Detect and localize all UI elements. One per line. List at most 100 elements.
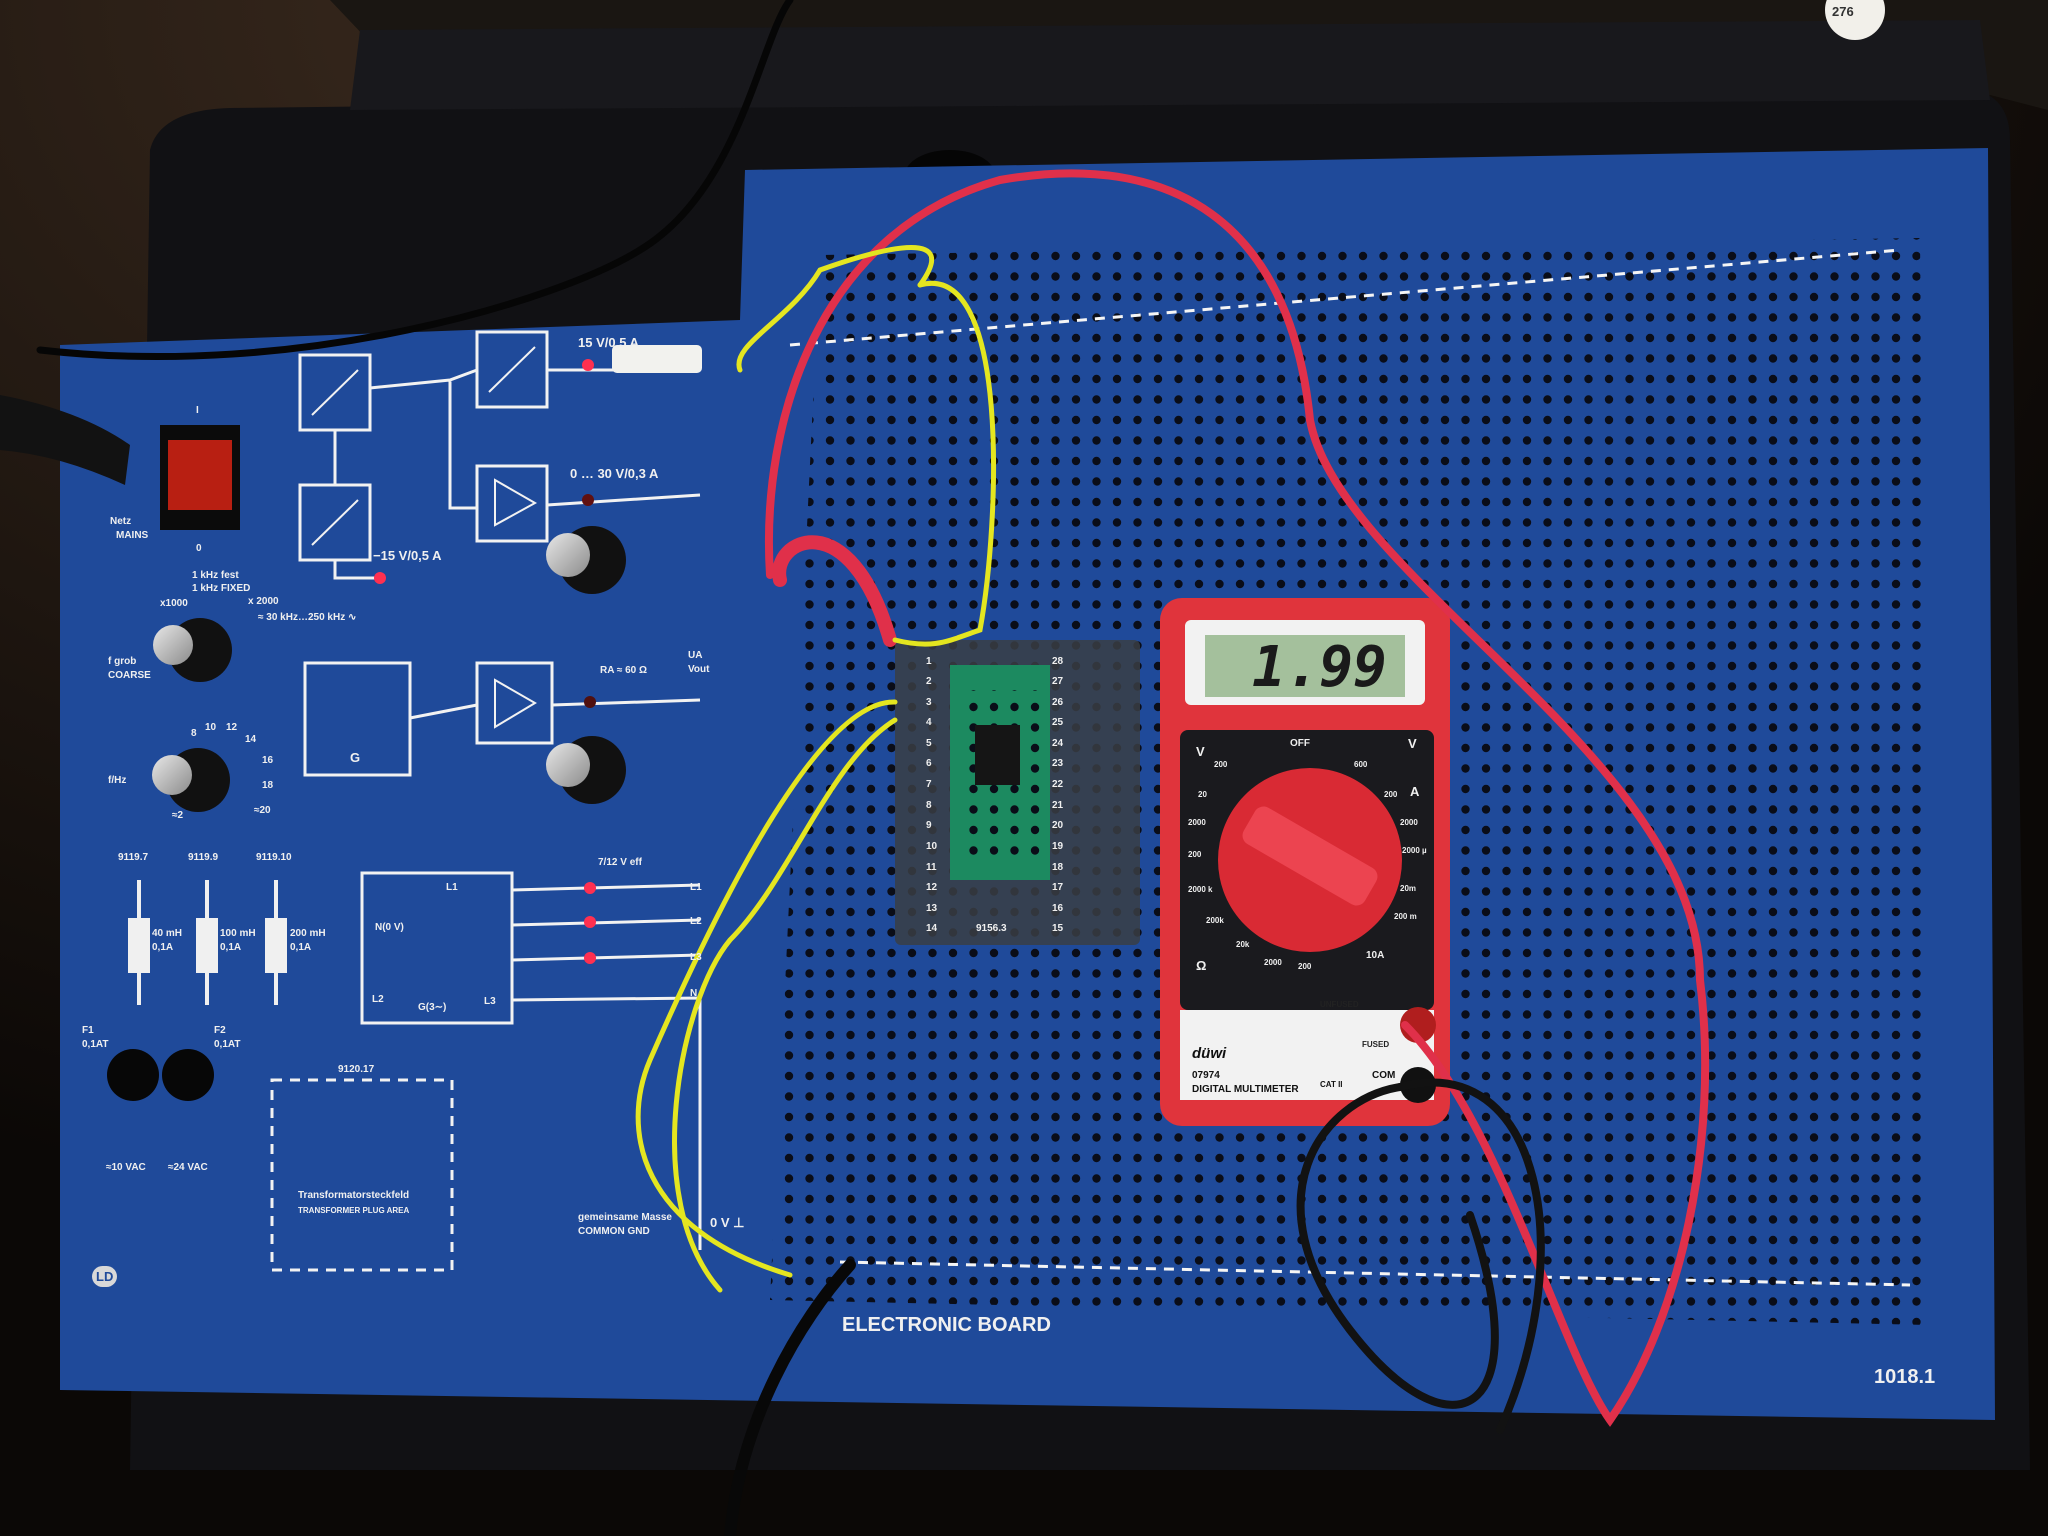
- led-variable: [582, 494, 594, 506]
- range-r-1: 200: [1384, 790, 1398, 799]
- pin-left-2: 2: [926, 676, 932, 687]
- gen-coarse-de: f grob: [108, 656, 137, 667]
- gen3-l1: L1: [446, 882, 458, 893]
- power-label-de: Netz: [110, 516, 132, 527]
- led-l3: [584, 952, 596, 964]
- pin-right-15: 15: [1052, 923, 1064, 934]
- multimeter-10a: 10A: [1366, 950, 1385, 961]
- scale-20: ≈20: [254, 805, 271, 816]
- power-on-mark: I: [196, 405, 199, 416]
- pin-left-4: 4: [926, 717, 932, 728]
- pin-left-11: 11: [926, 862, 937, 873]
- inductor-1-part: 9119.7: [118, 852, 149, 863]
- power-cable: [0, 395, 130, 485]
- supply-minus15-label: −15 V/0,5 A: [373, 548, 442, 563]
- supply-variable-label: 0 … 30 V/0,3 A: [570, 466, 659, 481]
- gen-g-label: G: [350, 750, 361, 765]
- range-r-3: 2000 µ: [1402, 846, 1427, 855]
- pin-right-18: 18: [1052, 862, 1064, 873]
- ground-label-en: COMMON GND: [578, 1226, 650, 1237]
- pin-left-3: 3: [926, 697, 932, 708]
- knob-frequency[interactable]: [152, 748, 230, 812]
- range-l-2: 2000: [1188, 818, 1206, 827]
- led-minus15: [374, 572, 386, 584]
- ground-zero: 0 V ⊥: [710, 1215, 745, 1230]
- gen3-n: N(0 V): [375, 922, 404, 933]
- pin-right-20: 20: [1052, 820, 1064, 831]
- led-l2: [584, 916, 596, 928]
- led-plus15: [582, 359, 594, 371]
- three-phase-l3: L3: [690, 952, 702, 963]
- pin-left-13: 13: [926, 903, 938, 914]
- wires: [36, 0, 1710, 1536]
- multimeter-off: OFF: [1290, 738, 1310, 749]
- transformer-label-de: Transformatorsteckfeld: [298, 1190, 410, 1201]
- transformer-part: 9120.17: [338, 1064, 375, 1075]
- gen-fixed-de: 1 kHz fest: [192, 570, 239, 581]
- scale-8: 8: [191, 728, 197, 739]
- gen-x1000: x1000: [160, 598, 188, 609]
- led-generator: [584, 696, 596, 708]
- gen3-g: G(3∼): [418, 1002, 447, 1013]
- multimeter-cat: CAT II: [1320, 1080, 1343, 1089]
- multimeter-vdc: V: [1196, 744, 1205, 759]
- pin-right-17: 17: [1052, 882, 1064, 893]
- inductor-3-current: 0,1A: [290, 942, 312, 953]
- inductor-3-part: 9119.10: [256, 852, 292, 863]
- scale-16: 16: [262, 755, 274, 766]
- pin-left-12: 12: [926, 882, 938, 893]
- inductor-3-value: 200 mH: [290, 928, 326, 939]
- ic-chip: [975, 725, 1020, 785]
- pin-left-6: 6: [926, 758, 932, 769]
- range-l-0: 200: [1214, 760, 1228, 769]
- pin-right-19: 19: [1052, 841, 1064, 852]
- fuse-f2[interactable]: [162, 1049, 214, 1101]
- sticker-number: 276: [1832, 4, 1854, 19]
- three-phase-l1: L1: [690, 882, 702, 893]
- pin-right-24: 24: [1052, 738, 1064, 749]
- power-off-mark: 0: [196, 543, 202, 554]
- fuse-f2-name: F2: [214, 1025, 226, 1036]
- three-phase-voltage: 7/12 V eff: [598, 857, 642, 868]
- pin-left-10: 10: [926, 841, 938, 852]
- range-l-8: 200: [1298, 962, 1312, 971]
- vac-24: ≈24 VAC: [168, 1162, 208, 1173]
- transformer-label-en: TRANSFORMER PLUG AREA: [298, 1206, 410, 1215]
- fuse-f2-rating: 0,1AT: [214, 1039, 241, 1050]
- scale-2: ≈2: [172, 810, 184, 821]
- multimeter: [1160, 598, 1450, 1126]
- power-switch-lamp: [168, 440, 232, 510]
- power-label-en: MAINS: [116, 530, 149, 541]
- pin-left-8: 8: [926, 800, 932, 811]
- case-lid: [350, 20, 1990, 110]
- knob-coarse[interactable]: [153, 618, 232, 682]
- ground-label-de: gemeinsame Masse: [578, 1212, 672, 1223]
- chip-module-part: 9156.3: [976, 923, 1007, 934]
- scale-10: 10: [205, 722, 217, 733]
- range-r-2: 2000: [1400, 818, 1418, 827]
- supply-plus15-label: 15 V/0,5 A: [578, 335, 639, 350]
- range-l-6: 20k: [1236, 940, 1250, 949]
- multimeter-brand: düwi: [1192, 1045, 1227, 1062]
- gen3-l3: L3: [484, 996, 496, 1007]
- multimeter-com: COM: [1372, 1070, 1396, 1081]
- led-l1: [584, 882, 596, 894]
- knob-amplitude[interactable]: [546, 736, 626, 804]
- inductor-1-current: 0,1A: [152, 942, 174, 953]
- three-phase-l2: L2: [690, 916, 702, 927]
- range-l-1: 20: [1198, 790, 1207, 799]
- multimeter-model: 07974: [1192, 1070, 1220, 1081]
- board-name: ELECTRONIC BOARD: [842, 1314, 1051, 1336]
- pin-left-1: 1: [926, 656, 932, 667]
- range-l-7: 2000: [1264, 958, 1282, 967]
- inductor-2-value: 100 mH: [220, 928, 256, 939]
- pin-left-14: 14: [926, 923, 938, 934]
- pin-right-27: 27: [1052, 676, 1064, 687]
- multimeter-vac: V: [1408, 736, 1417, 751]
- range-r-5: 200 m: [1394, 912, 1417, 921]
- multimeter-amp: A: [1410, 784, 1420, 799]
- fuse-f1[interactable]: [107, 1049, 159, 1101]
- fuse-f1-rating: 0,1AT: [82, 1039, 109, 1050]
- knob-voltage[interactable]: [546, 526, 626, 594]
